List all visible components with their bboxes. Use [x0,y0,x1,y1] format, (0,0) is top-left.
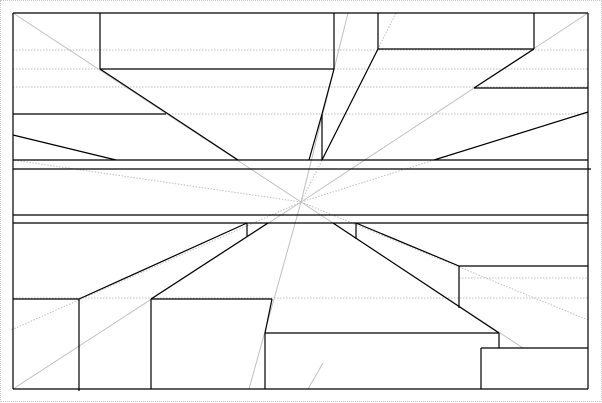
vanishing-line [300,201,589,321]
building-edge [321,68,335,115]
vanishing-line [12,159,302,203]
building-edge [332,222,500,334]
building-edge [78,222,248,300]
vanishing-line [248,201,302,390]
vanishing-line [10,201,302,331]
vanishing-line [300,159,435,203]
building-edge [12,134,117,161]
building-edge [355,222,460,267]
vanishing-line [300,12,349,203]
building-edge [433,111,589,161]
vanishing-line [300,12,589,203]
building-edge [321,48,379,161]
construction-line [307,362,324,390]
building-edge [99,68,239,161]
building-edge [308,113,323,161]
vanishing-line [12,12,302,203]
building-edge [150,222,269,300]
building-edge [264,298,273,334]
building-edge [473,48,535,89]
